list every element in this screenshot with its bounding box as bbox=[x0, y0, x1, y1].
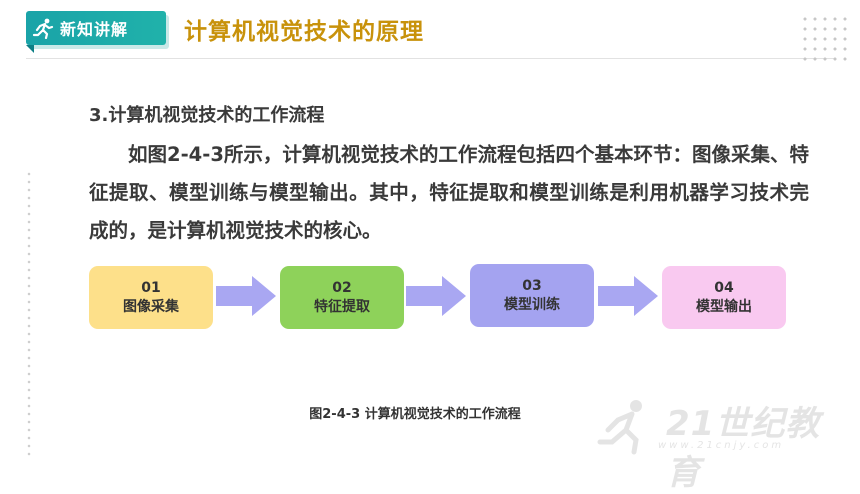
step-4-box: 04 模型输出 bbox=[662, 266, 786, 329]
step-label: 模型输出 bbox=[696, 298, 752, 315]
badge-tail bbox=[26, 45, 34, 53]
watermark-logo-text: 21世纪教育 bbox=[666, 404, 821, 493]
watermark-runner-icon bbox=[597, 400, 642, 455]
badge-label: 新知讲解 bbox=[60, 20, 129, 39]
step-label: 图像采集 bbox=[123, 298, 179, 315]
step-number: 04 bbox=[714, 279, 734, 296]
step-1-box: 01 图像采集 bbox=[89, 266, 213, 329]
arrow-right-icon bbox=[598, 276, 658, 316]
step-2-box: 02 特征提取 bbox=[280, 266, 404, 329]
step-number: 01 bbox=[141, 279, 161, 296]
page-title: 计算机视觉技术的原理 bbox=[184, 19, 424, 45]
step-label: 特征提取 bbox=[314, 298, 370, 315]
section-badge: 新知讲解 bbox=[26, 11, 166, 45]
figure-caption: 图2-4-3 计算机视觉技术的工作流程 bbox=[309, 407, 521, 422]
step-number: 03 bbox=[522, 277, 542, 294]
watermark-logo: 21世纪教育 www.21cnjy.com bbox=[596, 396, 846, 493]
watermark-url: www.21cnjy.com bbox=[658, 440, 785, 451]
step-number: 02 bbox=[332, 279, 352, 296]
section-heading: 3.计算机视觉技术的工作流程 bbox=[89, 105, 325, 126]
arrow-right-icon bbox=[406, 276, 466, 316]
step-3-box: 03 模型训练 bbox=[470, 264, 594, 327]
header-divider bbox=[26, 58, 834, 59]
running-person-icon bbox=[26, 11, 60, 45]
step-label: 模型训练 bbox=[504, 296, 560, 313]
vertical-dots-decoration bbox=[27, 170, 31, 460]
arrow-right-icon bbox=[216, 276, 276, 316]
body-paragraph: 如图2-4-3所示，计算机视觉技术的工作流程包括四个基本环节：图像采集、特征提取… bbox=[89, 143, 809, 242]
dot-grid-decoration bbox=[800, 14, 850, 64]
